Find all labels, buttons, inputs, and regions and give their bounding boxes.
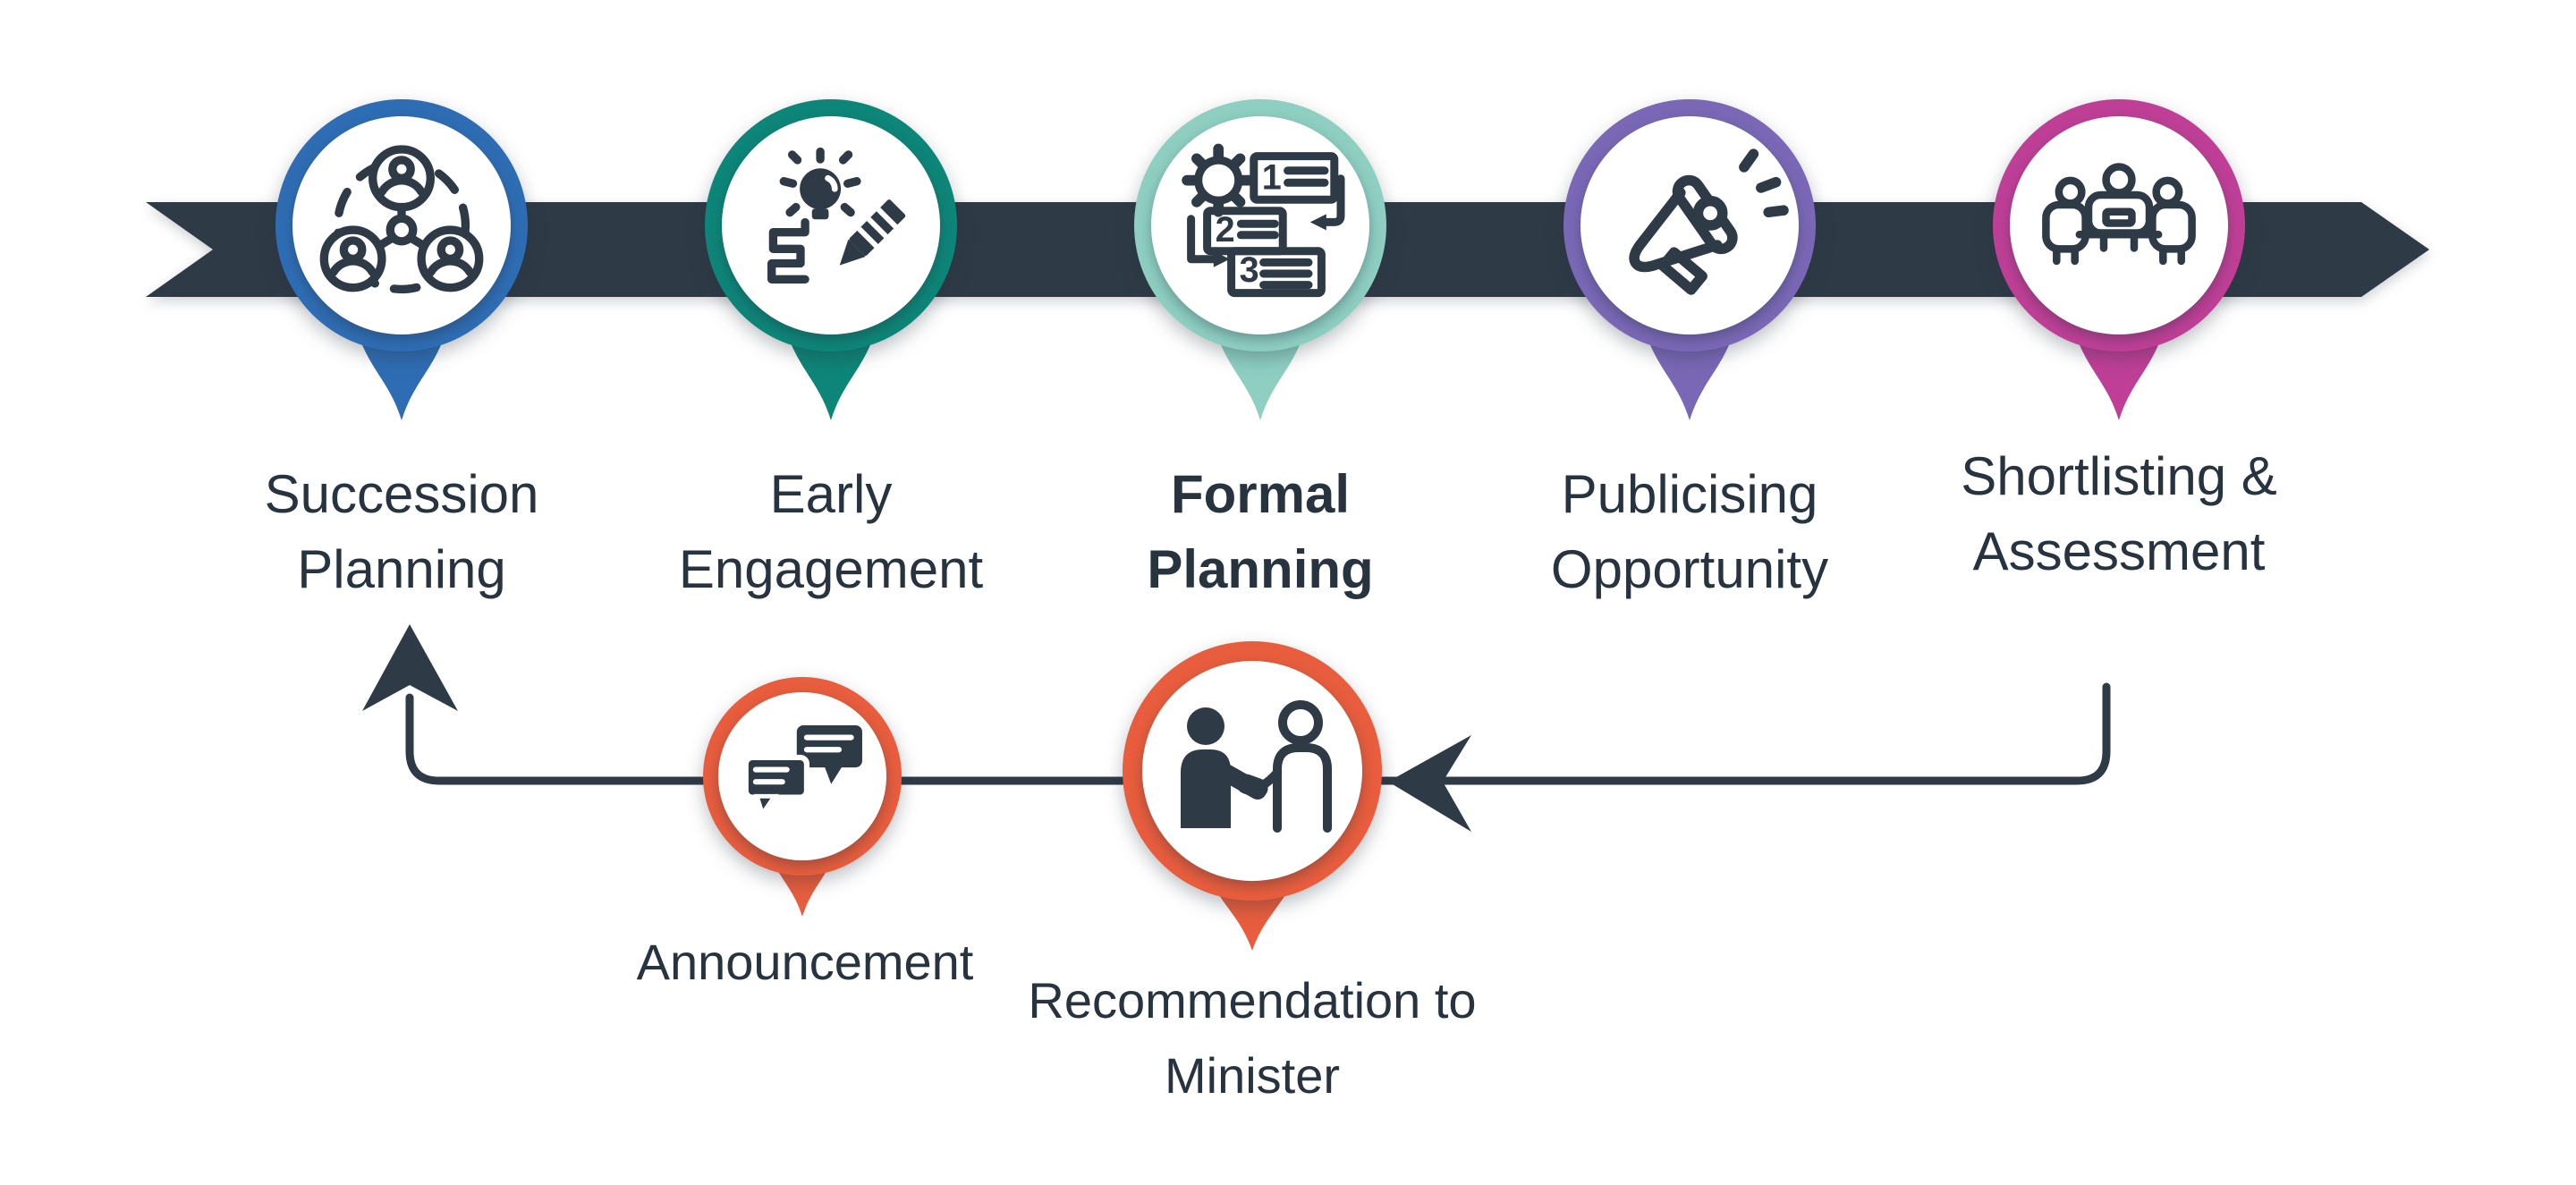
- idea-sketch-icon: [767, 147, 906, 284]
- step-label-formal-planning: Formal Planning: [1147, 464, 1374, 599]
- svg-text:2: 2: [1216, 210, 1235, 250]
- chat-bubbles-icon: [742, 724, 862, 819]
- step-pin-publicising-opportunity: [1563, 99, 1816, 420]
- step-label-shortlisting-assessment: Shortlisting & Assessment: [1961, 446, 2277, 581]
- step-pin-shortlisting-assessment: [1993, 99, 2245, 420]
- step-label-announcement: Announcement: [636, 934, 974, 990]
- step-pin-early-engagement: [705, 99, 957, 420]
- megaphone-icon: [1629, 148, 1789, 295]
- pin-disc: [1580, 116, 1799, 334]
- step-pin-succession-planning: [275, 99, 528, 420]
- pin-disc: [722, 116, 940, 334]
- step-pin-announcement: [703, 677, 902, 917]
- people-network-icon: [319, 145, 484, 294]
- svg-text:3: 3: [1240, 250, 1259, 290]
- numbered-steps-icon: 1 2 3: [1182, 143, 1345, 298]
- step-pin-formal-planning: 1 2 3: [1134, 99, 1386, 420]
- step-label-early-engagement: Early Engagement: [678, 464, 984, 599]
- return-left-arrowhead: [1388, 735, 1471, 832]
- svg-text:1: 1: [1262, 158, 1282, 198]
- step-pin-recommendation-to-minister: [1123, 641, 1382, 951]
- step-label-publicising-opportunity: Publicising Opportunity: [1550, 464, 1829, 599]
- handshake-icon: [1181, 700, 1332, 833]
- step-label-recommendation-to-minister: Recommendation to Minister: [1028, 972, 1477, 1104]
- return-up-arrowhead: [362, 624, 458, 711]
- interview-panel-icon: [2042, 163, 2196, 266]
- step-label-succession-planning: Succession Planning: [264, 464, 539, 599]
